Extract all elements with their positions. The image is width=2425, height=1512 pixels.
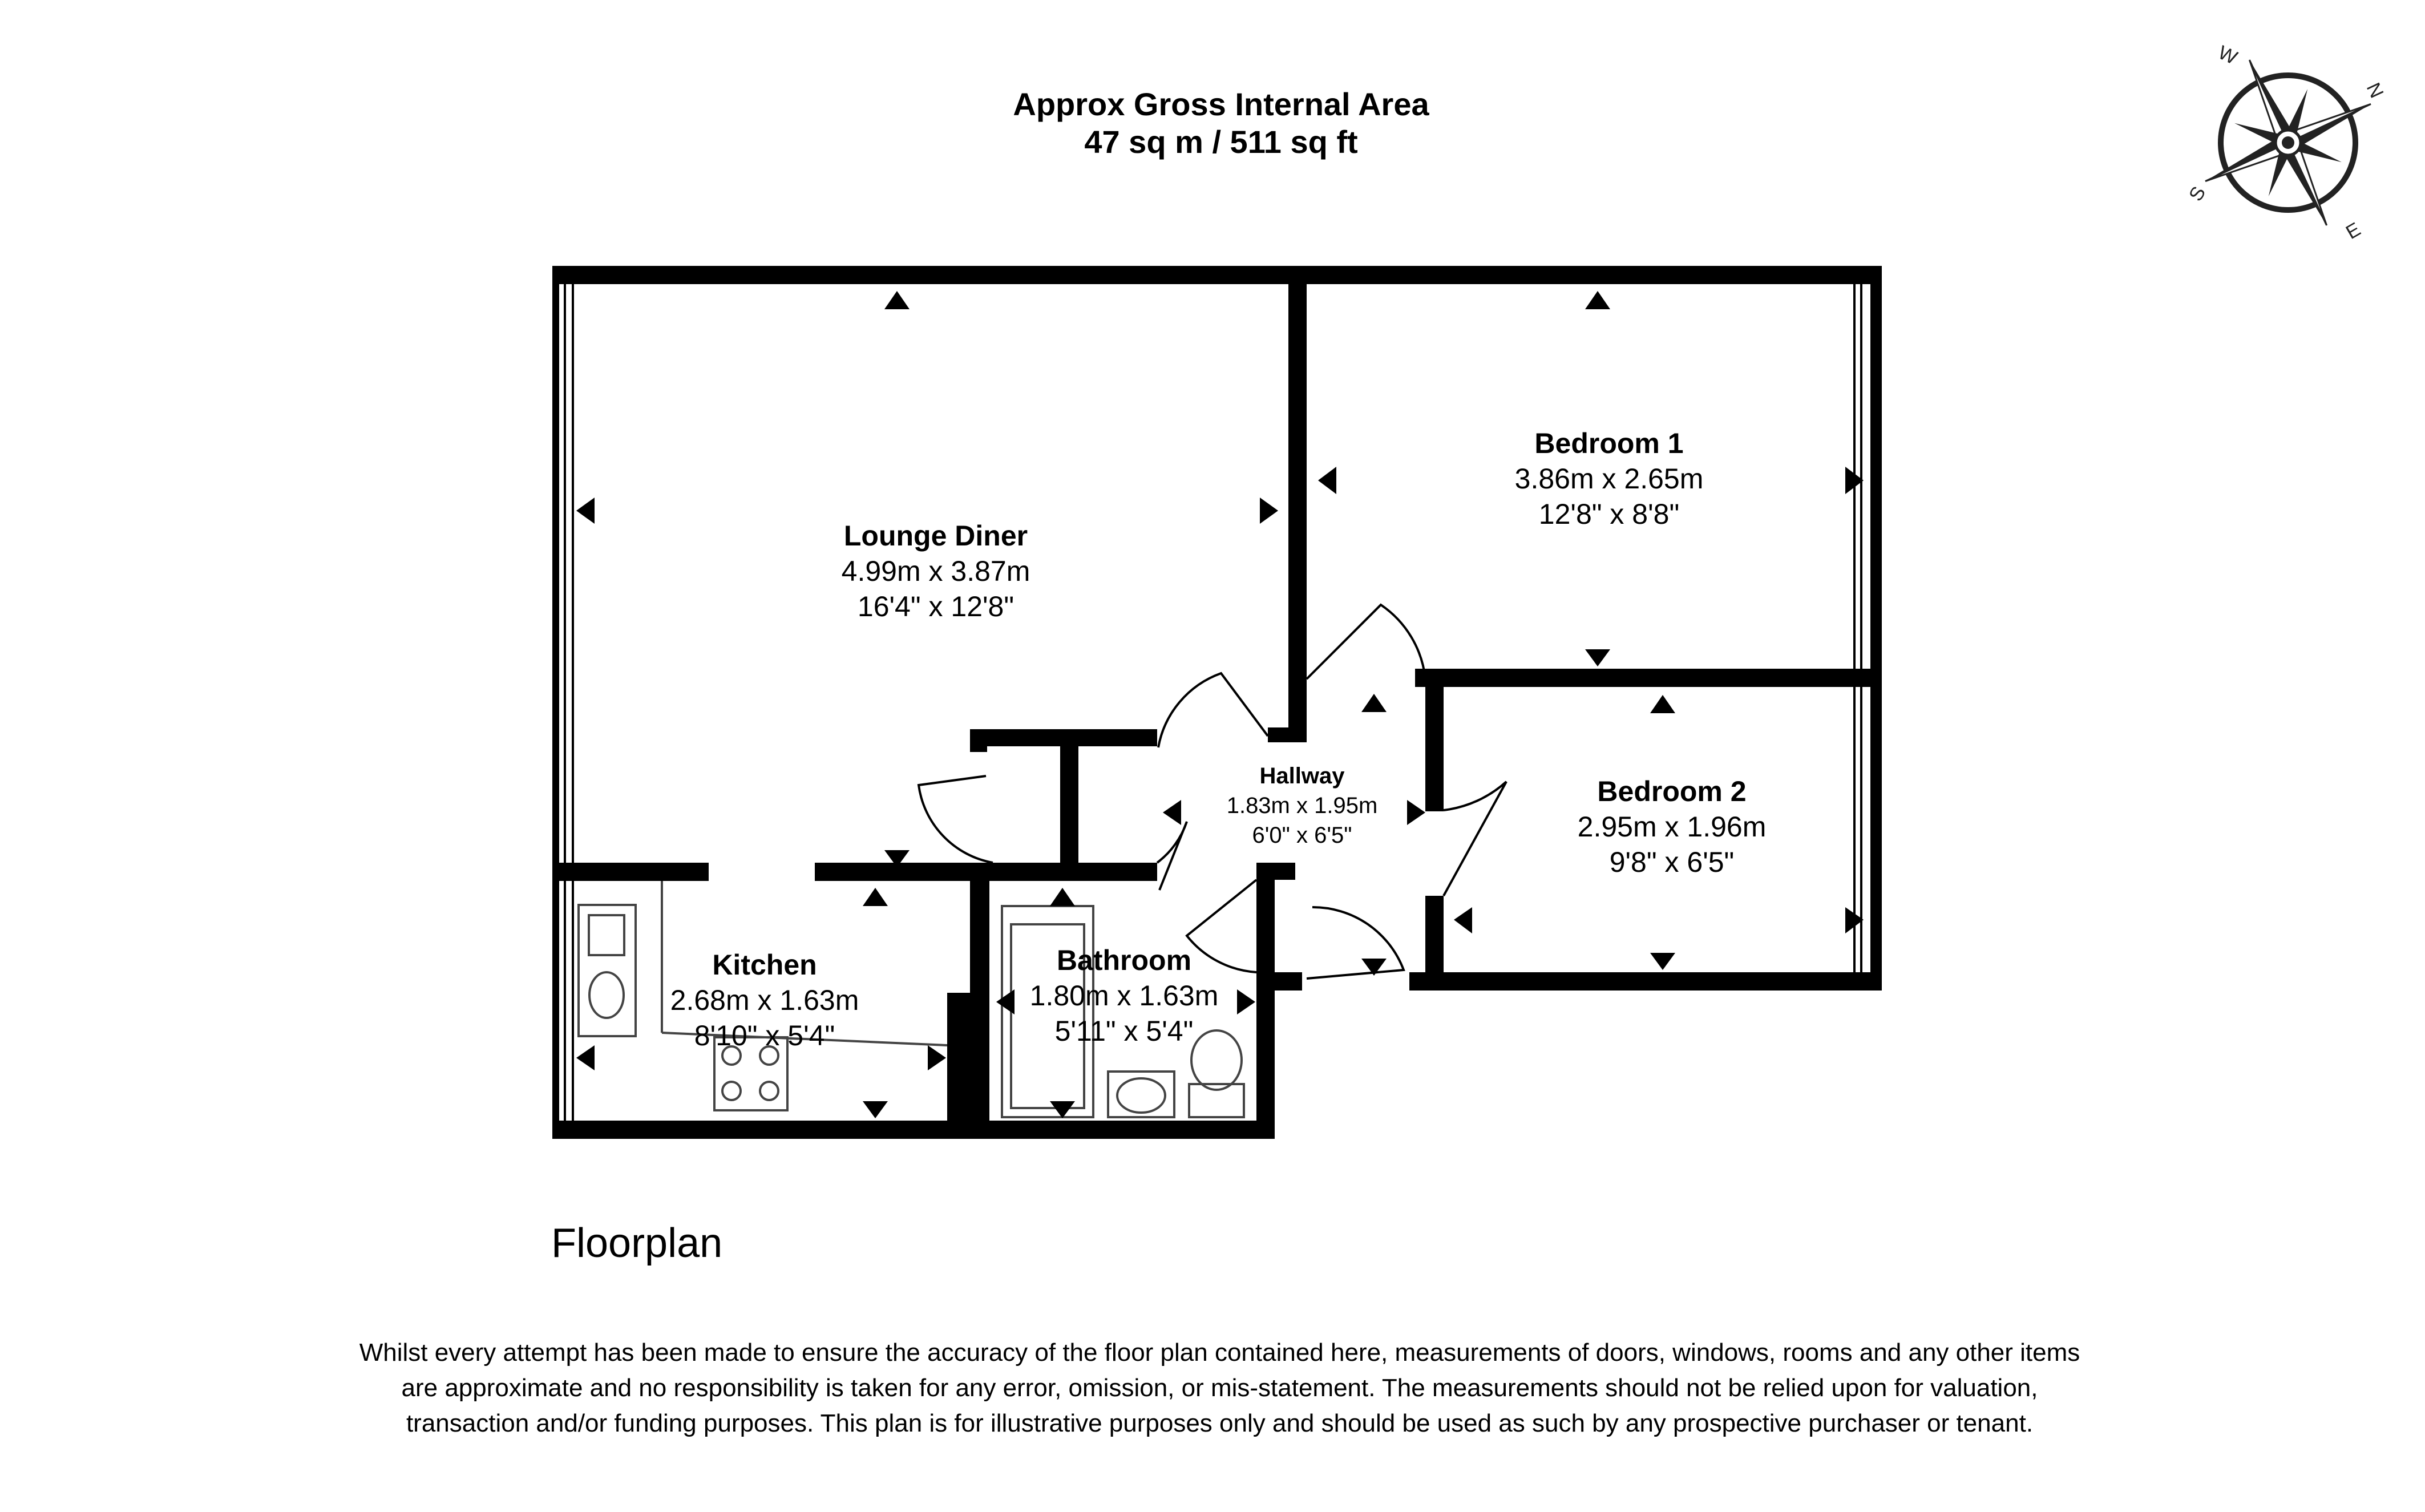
area-header-value: 47 sq m / 511 sq ft (1084, 124, 1358, 160)
toilet-icon (1188, 1083, 1245, 1118)
room-metric: 2.95m x 1.96m (1577, 811, 1767, 843)
room-label-bedroom-1: Bedroom 1 3.86m x 2.65m 12'8" x 8'8" (1461, 426, 1757, 532)
room-metric: 2.68m x 1.63m (670, 984, 859, 1016)
room-label-bedroom-2: Bedroom 2 2.95m x 1.96m 9'8" x 6'5" (1529, 774, 1814, 880)
room-label-lounge-diner: Lounge Diner 4.99m x 3.87m 16'4" x 12'8" (787, 518, 1084, 624)
room-name: Kitchen (712, 949, 817, 981)
room-metric: 3.86m x 2.65m (1514, 463, 1704, 495)
room-name: Bedroom 2 (1597, 775, 1747, 807)
kitchen-sink-icon (577, 904, 637, 1037)
disclaimer-text: Whilst every attempt has been made to en… (359, 1339, 2080, 1437)
room-metric: 4.99m x 3.87m (841, 555, 1030, 587)
room-imperial: 16'4" x 12'8" (857, 591, 1015, 622)
room-label-bathroom: Bathroom 1.80m x 1.63m 5'11" x 5'4" (1004, 943, 1244, 1049)
room-name: Hallway (1259, 763, 1345, 789)
area-header-title: Approx Gross Internal Area (1013, 86, 1429, 122)
room-label-hallway: Hallway 1.83m x 1.95m 6'0" x 6'5" (1205, 761, 1399, 850)
doors (917, 603, 1507, 980)
room-name: Bedroom 1 (1534, 427, 1684, 459)
compass-rose-icon: N E S W (2185, 42, 2388, 244)
room-imperial: 12'8" x 8'8" (1538, 498, 1680, 530)
room-imperial: 9'8" x 6'5" (1609, 846, 1735, 878)
floorplan-title: Floorplan (551, 1220, 723, 1266)
dimension-arrows (576, 291, 1864, 1118)
room-label-kitchen: Kitchen 2.68m x 1.63m 8'10" x 5'4" (645, 947, 884, 1053)
room-metric: 1.80m x 1.63m (1029, 980, 1219, 1012)
hob-icon (713, 1036, 789, 1111)
room-metric: 1.83m x 1.95m (1226, 793, 1378, 818)
room-imperial: 6'0" x 6'5" (1252, 823, 1352, 848)
room-imperial: 8'10" x 5'4" (694, 1020, 835, 1052)
washbasin-icon (1107, 1070, 1175, 1118)
walls (552, 266, 1882, 1139)
bath-icon (1001, 905, 1094, 1118)
room-imperial: 5'11" x 5'4" (1054, 1015, 1194, 1047)
room-name: Lounge Diner (843, 520, 1028, 552)
fixtures (577, 881, 1245, 1118)
room-name: Bathroom (1056, 944, 1192, 976)
area-header: Approx Gross Internal Area 47 sq m / 511… (753, 86, 1689, 161)
